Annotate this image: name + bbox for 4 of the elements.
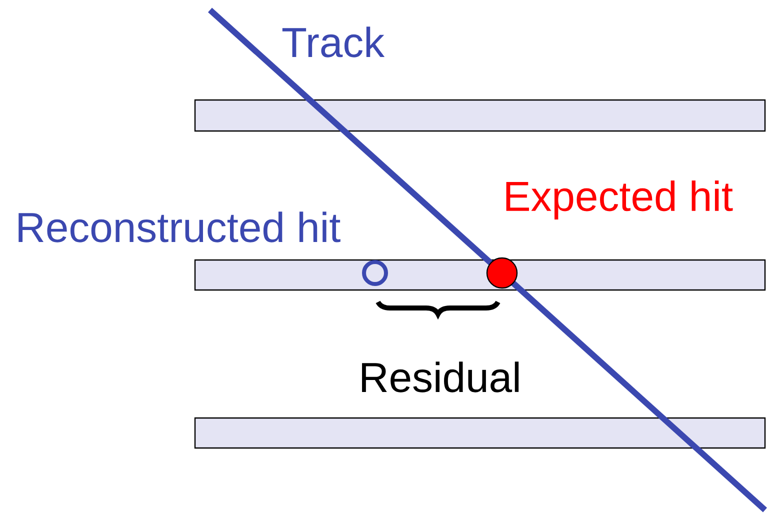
track-label: Track — [282, 26, 385, 58]
hit-label: Expected hit — [506, 180, 733, 220]
residual-label: Residual — [362, 362, 519, 392]
hit-label: Reconstructed hit — [18, 212, 340, 242]
